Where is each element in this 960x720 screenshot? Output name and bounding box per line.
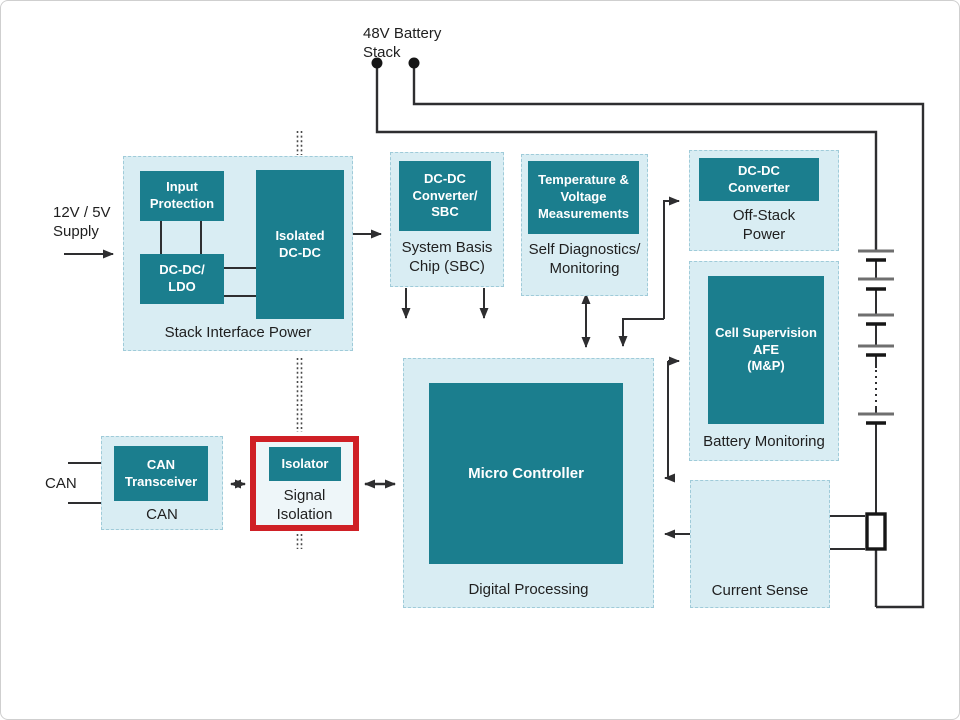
caption-signal-isolation: Signal Isolation	[276, 487, 333, 523]
panel-current-sense	[690, 480, 830, 608]
caption-battery-monitoring: Battery Monitoring	[703, 433, 825, 450]
input-protection-block: Input Protection	[140, 171, 224, 221]
sense-wires	[830, 515, 865, 550]
micro-controller-block: Micro Controller	[429, 383, 623, 564]
isolator-block: Isolator	[269, 447, 341, 481]
isolation-barrier-dotted-line	[296, 131, 303, 549]
isolated-dcdc-block: Isolated DC-DC	[256, 170, 344, 319]
caption-self-diagnostics: Self Diagnostics/ Monitoring	[528, 241, 641, 277]
dcdc-converter-sbc-block: DC-DC Converter/ SBC	[399, 161, 491, 231]
supply-label: 12V / 5V Supply	[53, 204, 111, 241]
caption-off-stack-power: Off-Stack Power	[732, 207, 796, 243]
battery-feed-wire	[375, 65, 878, 251]
dcdc-converter-block: DC-DC Converter	[699, 158, 819, 201]
battery-return-wire	[412, 65, 925, 609]
caption-digital-processing: Digital Processing	[468, 581, 589, 598]
caption-can: CAN	[146, 506, 178, 523]
cell-supervision-afe-block: Cell Supervision AFE (M&P)	[708, 276, 824, 424]
shunt-resistor-icon	[865, 512, 887, 551]
offstack-power-arrow	[663, 196, 680, 319]
can-transceiver-block: CAN Transceiver	[114, 446, 208, 501]
junction-dot-icon	[408, 57, 420, 69]
battery-cell-stack-icon	[858, 249, 894, 514]
caption-stack-interface-power: Stack Interface Power	[164, 324, 312, 341]
temp-voltage-block: Temperature & Voltage Measurements	[528, 161, 639, 234]
battery-stack-label: 48V Battery Stack	[363, 25, 442, 62]
dcdc-ldo-block: DC-DC/ LDO	[140, 254, 224, 304]
caption-current-sense: Current Sense	[711, 582, 809, 599]
can-stub-wires	[68, 462, 101, 504]
bm-dp-arrow	[664, 361, 675, 483]
caption-system-basis-chip: System Basis Chip (SBC)	[401, 239, 493, 275]
dp-power-arrow	[618, 318, 664, 347]
can-bus-label: CAN	[45, 475, 77, 492]
junction-dot-icon	[371, 57, 383, 69]
